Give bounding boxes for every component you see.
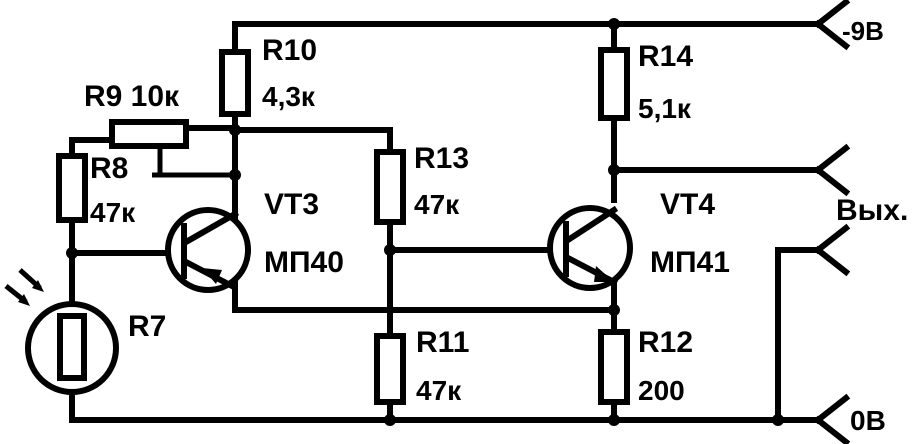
vt4-transistor xyxy=(547,205,633,291)
output-connector-1-icon xyxy=(813,143,851,197)
r9-resistor xyxy=(109,119,189,149)
r10-value-label: 4,3к xyxy=(262,81,316,112)
connectors xyxy=(813,0,851,444)
output-bottom-wire xyxy=(775,247,821,423)
r7-resistor xyxy=(57,313,87,381)
r10-name-label: R10 xyxy=(262,34,317,67)
r14-name-label: R14 xyxy=(638,40,693,73)
junction-dot xyxy=(229,169,241,181)
output-label: Вых. xyxy=(836,194,908,227)
r7-name-label: R7 xyxy=(128,310,166,343)
labels: R10 4,3к R9 10к R8 47к R13 47к R14 5,1к … xyxy=(84,16,908,436)
r12-value-label: 200 xyxy=(638,375,685,406)
junction-dot xyxy=(608,414,620,426)
output-connector-2-icon xyxy=(813,223,851,277)
r14-resistor xyxy=(598,47,630,121)
r11-value-label: 47к xyxy=(416,375,462,406)
junction-dot xyxy=(384,414,396,426)
junctions xyxy=(66,18,784,426)
ground-label: 0В xyxy=(850,405,886,436)
vt3-emitter-arrow-icon xyxy=(202,268,222,284)
supply-label: -9В xyxy=(842,16,884,46)
r8-name-label: R8 xyxy=(90,152,128,185)
vt3-circle xyxy=(165,207,251,293)
junction-dot xyxy=(229,124,241,136)
r9-label: R9 10к xyxy=(84,80,180,113)
light-arrowheads-icon xyxy=(18,280,44,306)
vt4-emitter-arrow-icon xyxy=(594,266,614,282)
vt3-transistor xyxy=(165,207,251,293)
resistors xyxy=(56,47,630,405)
junction-dot xyxy=(66,247,78,259)
vt4-name-label: VT4 xyxy=(660,188,715,221)
r7-photoresistor xyxy=(4,268,119,395)
r8-value-label: 47к xyxy=(90,197,136,228)
junction-dot xyxy=(608,164,620,176)
junction-dot xyxy=(608,18,620,30)
r12-name-label: R12 xyxy=(638,326,693,359)
junction-dot xyxy=(384,244,396,256)
junction-dot xyxy=(772,414,784,426)
r14-value-label: 5,1к xyxy=(638,93,692,124)
r8-resistor xyxy=(56,153,88,223)
vt4-type-label: МП41 xyxy=(650,246,730,279)
r13-value-label: 47к xyxy=(414,189,460,220)
r10-resistor xyxy=(219,49,251,117)
r12-resistor xyxy=(598,329,630,405)
junction-dot xyxy=(608,304,620,316)
r13-name-label: R13 xyxy=(414,142,469,175)
r9-wire xyxy=(69,125,238,143)
r11-name-label: R11 xyxy=(416,326,469,359)
r13-resistor xyxy=(374,149,406,225)
ground-connector-icon xyxy=(813,393,851,444)
supply-connector-icon xyxy=(813,0,851,51)
vt3-name-label: VT3 xyxy=(264,188,319,221)
r11-resistor xyxy=(374,333,406,405)
vt3-type-label: МП40 xyxy=(264,246,344,279)
vt4-circle xyxy=(547,205,633,291)
